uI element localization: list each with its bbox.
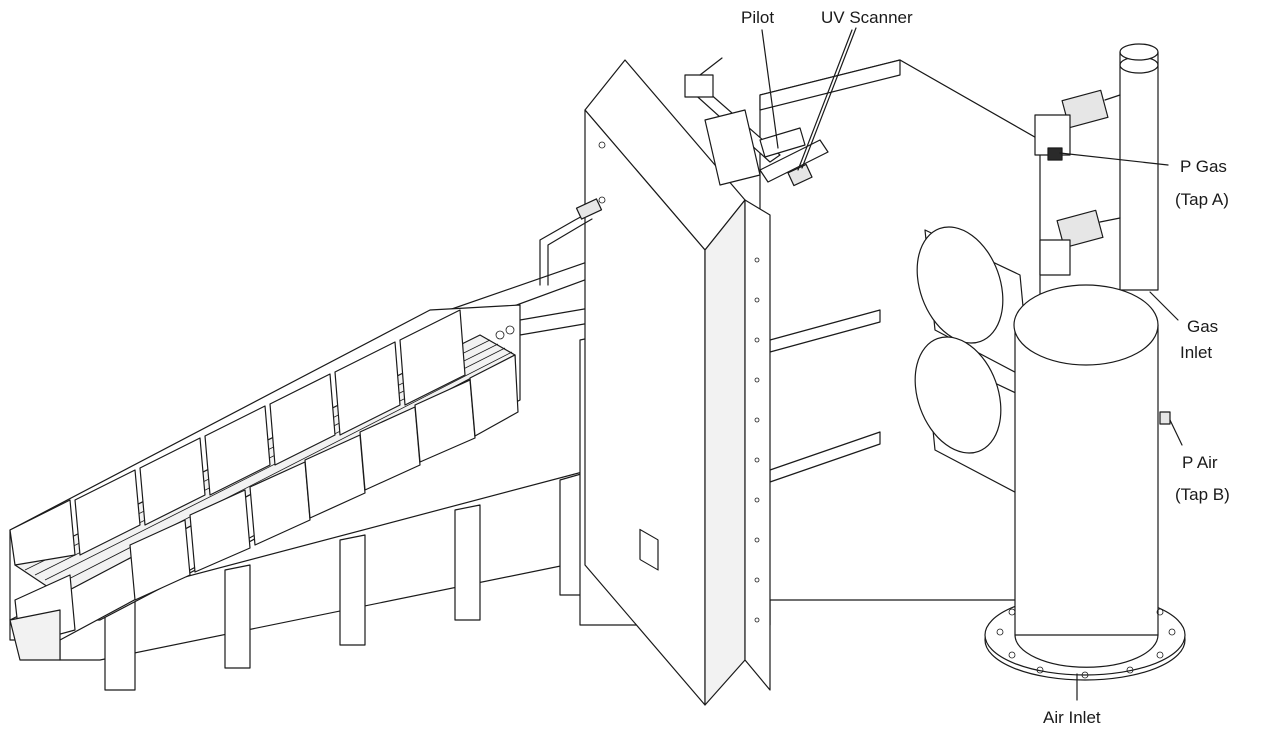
label-pilot: Pilot [741, 8, 774, 27]
lower-panel-7 [414, 379, 476, 463]
mounting-plate [584, 59, 771, 706]
lower-panel-4 [249, 461, 311, 546]
gas-pressure-tap-a [1047, 147, 1063, 161]
housing-top-edge [759, 59, 901, 111]
label-uv-scanner: UV Scanner [821, 8, 913, 27]
upper-duct-flange [916, 226, 1004, 344]
hopper-panel-3 [139, 437, 206, 526]
hopper-panel-5 [269, 373, 336, 466]
p-gas-leader [1059, 152, 1169, 166]
gas-pipe-cap [1119, 43, 1159, 61]
callouts: Pilot UV Scanner P Gas (Tap A) Gas Inlet… [741, 8, 1230, 727]
lower-panel-3 [189, 489, 251, 573]
lower-panel-8 [469, 354, 519, 437]
hopper-panel-4 [204, 405, 271, 496]
label-inlet: Inlet [1180, 343, 1212, 362]
manifold-trough [9, 304, 521, 661]
pilot-bracket [704, 109, 761, 186]
lower-duct-flange [914, 336, 1002, 454]
label-p-gas: P Gas [1180, 157, 1227, 176]
gas-train [1034, 43, 1159, 291]
label-p-air: P Air [1182, 453, 1218, 472]
duct-cylinders [914, 226, 1031, 501]
upper-gas-valve [1061, 89, 1109, 129]
lower-panel-6 [359, 406, 421, 491]
uv-scanner-head [787, 163, 813, 187]
gas-inlet-leader [1149, 291, 1179, 321]
label-gas: Gas [1187, 317, 1218, 336]
label-air-inlet: Air Inlet [1043, 708, 1101, 727]
lower-panel-5 [304, 434, 366, 519]
label-tap-a: (Tap A) [1175, 190, 1229, 209]
gas-inlet-pipe [1119, 64, 1159, 291]
hopper-panel-2 [74, 469, 141, 556]
air-inlet-cylinder [984, 284, 1186, 681]
pilot-valve-body [684, 74, 714, 98]
trough-end-cap [9, 609, 61, 661]
uv-scanner-tube [759, 139, 829, 183]
fin-3 [339, 534, 366, 646]
side-fitting [539, 198, 603, 286]
leader-lines [761, 27, 1183, 701]
pilot-tube [759, 127, 806, 158]
side-fitting-nut [575, 198, 603, 220]
pilot-leader [761, 29, 779, 149]
lower-panel-2 [129, 519, 191, 601]
uv-scanner-leader [797, 29, 853, 171]
hopper-panel-7 [399, 309, 466, 406]
plate-edge [704, 199, 746, 706]
lower-gas-fitting [1039, 239, 1071, 276]
fin-2 [224, 564, 251, 669]
hopper-panel-1 [9, 499, 76, 566]
lower-gas-valve [1056, 209, 1104, 249]
label-tap-b: (Tap B) [1175, 485, 1230, 504]
plate-window [639, 528, 659, 571]
air-inlet-top [1013, 284, 1159, 366]
fin-4 [454, 504, 481, 621]
p-air-leader [1169, 419, 1183, 446]
top-fittings [684, 57, 829, 187]
hopper-panel-6 [334, 341, 401, 436]
air-pressure-tap-b [1159, 411, 1171, 425]
plate-flange [744, 199, 771, 691]
air-inlet-body [1014, 324, 1159, 636]
